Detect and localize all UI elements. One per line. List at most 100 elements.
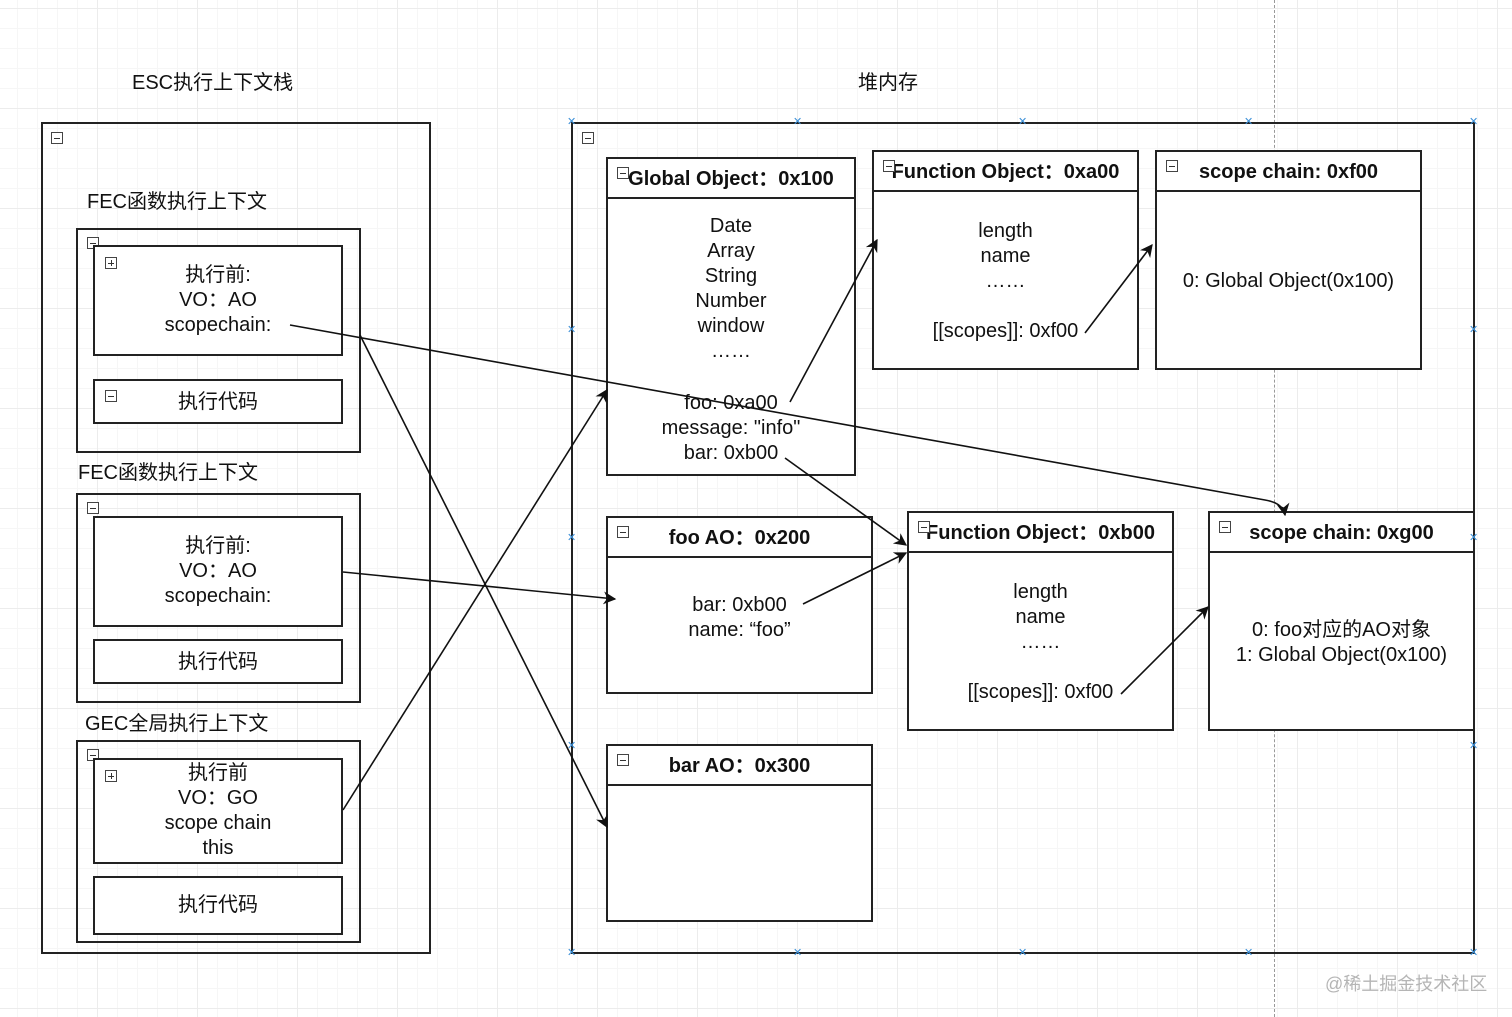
selection-handle[interactable]: ✕ <box>1469 739 1479 752</box>
heap-title: 堆内存 <box>858 72 918 94</box>
fec2-before-text: 执行前: VO：AO scopechain: <box>95 534 341 609</box>
fec1-before-text: 执行前: VO：AO scopechain: <box>95 263 341 338</box>
selection-handle[interactable]: ✕ <box>1469 531 1479 544</box>
global-object-line: …… <box>711 340 751 362</box>
foo-ao-line: bar: 0xb00 <box>692 594 787 616</box>
fec1-before-line: VO：AO <box>179 289 257 311</box>
selection-handle[interactable]: ✕ <box>1469 115 1479 128</box>
scope-g00-box[interactable]: scope chain: 0xg00 0: foo对应的AO对象 1: Glob… <box>1208 511 1475 731</box>
scope-g00-line: 1: Global Object(0x100) <box>1235 644 1448 666</box>
fec1-before-box[interactable]: 执行前: VO：AO scopechain: <box>93 245 343 356</box>
fec1-before-line: 执行前: <box>185 264 251 286</box>
selection-handle[interactable]: ✕ <box>1244 946 1254 959</box>
selection-handle[interactable]: ✕ <box>567 739 577 752</box>
collapse-icon[interactable] <box>87 502 99 514</box>
collapse-icon[interactable] <box>617 754 629 766</box>
gec-before-box[interactable]: 执行前 VO：GO scope chain this <box>93 758 343 864</box>
collapse-icon[interactable] <box>617 526 629 538</box>
gec-before-line: 执行前 <box>188 762 248 784</box>
foo-ao-body: bar: 0xb00 name: “foo” <box>608 558 871 692</box>
function-a00-body: length name …… [[scopes]]: 0xf00 <box>874 192 1137 368</box>
selection-handle[interactable]: ✕ <box>567 531 577 544</box>
fec1-label: FEC函数执行上下文 <box>87 191 267 213</box>
global-object-prop: foo: 0xa00 <box>684 392 778 414</box>
global-object-line: Array <box>707 240 755 262</box>
selection-handle[interactable]: ✕ <box>1018 115 1028 128</box>
global-object-line: Number <box>695 290 767 312</box>
function-b00-scopes: [[scopes]]: 0xf00 <box>967 681 1114 703</box>
collapse-icon[interactable] <box>918 521 930 533</box>
gec-label: GEC全局执行上下文 <box>85 713 269 735</box>
function-b00-title: Function Object：0xb00 <box>909 513 1172 553</box>
global-object-prop: message: "info" <box>661 417 801 439</box>
function-b00-box[interactable]: Function Object：0xb00 length name …… [[s… <box>907 511 1174 731</box>
function-b00-line: …… <box>1020 631 1061 653</box>
global-object-box[interactable]: Global Object：0x100 Date Array String Nu… <box>606 157 856 476</box>
fec1-exec-label: 执行代码 <box>178 391 258 413</box>
function-a00-title: Function Object：0xa00 <box>874 152 1137 192</box>
global-object-line: window <box>697 315 765 337</box>
collapse-icon[interactable] <box>51 132 63 144</box>
fec2-before-box[interactable]: 执行前: VO：AO scopechain: <box>93 516 343 627</box>
collapse-icon[interactable] <box>1166 160 1178 172</box>
collapse-icon[interactable] <box>617 167 629 179</box>
bar-ao-title: bar AO：0x300 <box>608 746 871 786</box>
selection-handle[interactable]: ✕ <box>567 946 577 959</box>
function-a00-scopes: [[scopes]]: 0xf00 <box>932 320 1079 342</box>
selection-handle[interactable]: ✕ <box>1469 323 1479 336</box>
gec-exec-box[interactable]: 执行代码 <box>93 876 343 935</box>
scope-g00-line: 0: foo对应的AO对象 <box>1252 619 1431 641</box>
gec-before-line: this <box>202 837 234 859</box>
selection-handle[interactable]: ✕ <box>1469 946 1479 959</box>
scope-f00-line: 0: Global Object(0x100) <box>1182 270 1395 292</box>
fec2-before-line: 执行前: <box>185 535 251 557</box>
function-a00-line: length <box>978 220 1033 242</box>
collapse-icon[interactable] <box>1219 521 1231 533</box>
foo-ao-title: foo AO：0x200 <box>608 518 871 558</box>
gec-exec-label: 执行代码 <box>178 894 258 916</box>
fec2-before-line: scopechain: <box>164 585 272 607</box>
selection-handle[interactable]: ✕ <box>567 115 577 128</box>
selection-handle[interactable]: ✕ <box>793 115 803 128</box>
function-a00-line: name <box>980 245 1031 267</box>
collapse-icon[interactable] <box>582 132 594 144</box>
selection-handle[interactable]: ✕ <box>1244 115 1254 128</box>
fec1-before-line: scopechain: <box>164 314 272 336</box>
selection-handle[interactable]: ✕ <box>1018 946 1028 959</box>
fec2-label: FEC函数执行上下文 <box>78 462 258 484</box>
expand-icon[interactable] <box>105 257 117 269</box>
expand-icon[interactable] <box>105 770 117 782</box>
scope-f00-box[interactable]: scope chain: 0xf00 0: Global Object(0x10… <box>1155 150 1422 370</box>
selection-handle[interactable]: ✕ <box>567 323 577 336</box>
foo-ao-line: name: “foo” <box>688 619 791 641</box>
collapse-icon[interactable] <box>883 160 895 172</box>
collapse-icon[interactable] <box>105 390 117 402</box>
global-object-line: Date <box>709 215 753 237</box>
global-object-title: Global Object：0x100 <box>608 159 854 199</box>
fec2-exec-box[interactable]: 执行代码 <box>93 639 343 684</box>
scope-g00-title: scope chain: 0xg00 <box>1210 513 1473 553</box>
bar-ao-box[interactable]: bar AO：0x300 <box>606 744 873 922</box>
global-object-prop: bar: 0xb00 <box>683 442 779 464</box>
fec1-exec-box[interactable]: 执行代码 <box>93 379 343 424</box>
scope-f00-title: scope chain: 0xf00 <box>1157 152 1420 192</box>
global-object-line: String <box>704 265 758 287</box>
function-a00-box[interactable]: Function Object：0xa00 length name …… [[s… <box>872 150 1139 370</box>
function-b00-line: name <box>1015 606 1066 628</box>
fec2-before-line: VO：AO <box>179 560 257 582</box>
function-b00-body: length name …… [[scopes]]: 0xf00 <box>909 553 1172 729</box>
gec-before-line: scope chain <box>164 812 272 834</box>
function-b00-line: length <box>1013 581 1068 603</box>
gec-before-text: 执行前 VO：GO scope chain this <box>95 761 341 861</box>
foo-ao-box[interactable]: foo AO：0x200 bar: 0xb00 name: “foo” <box>606 516 873 694</box>
selection-handle[interactable]: ✕ <box>793 946 803 959</box>
function-a00-line: …… <box>985 270 1026 292</box>
scope-g00-body: 0: foo对应的AO对象 1: Global Object(0x100) <box>1210 553 1473 729</box>
watermark: @稀土掘金技术社区 <box>1325 974 1488 994</box>
fec2-exec-label: 执行代码 <box>178 651 258 673</box>
scope-f00-body: 0: Global Object(0x100) <box>1157 192 1420 368</box>
stack-title: ESC执行上下文栈 <box>132 72 294 94</box>
gec-before-line: VO：GO <box>177 787 258 809</box>
gec-container[interactable] <box>76 740 361 943</box>
global-object-body: Date Array String Number window …… foo: … <box>608 199 854 474</box>
